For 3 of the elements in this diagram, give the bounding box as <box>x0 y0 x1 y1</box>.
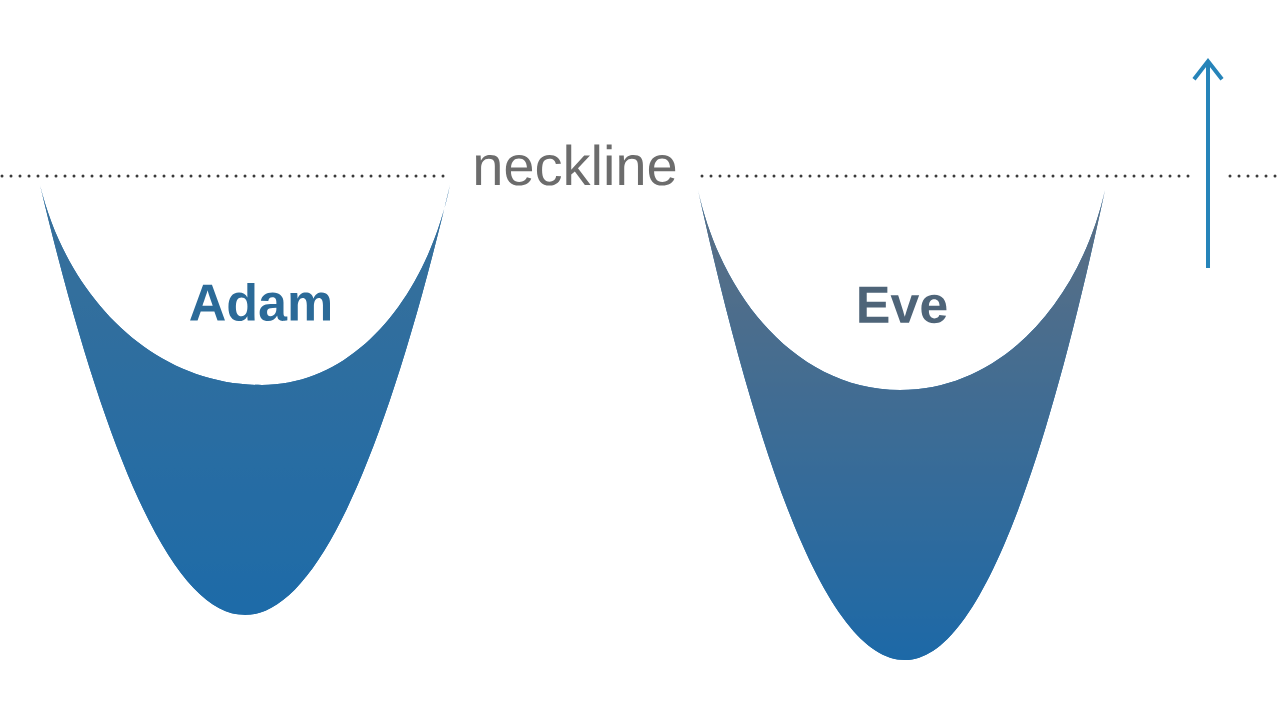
bowl-label: Eve <box>859 286 947 324</box>
line-label: neckline <box>476 144 676 186</box>
bowl-label: Adam <box>190 282 330 322</box>
